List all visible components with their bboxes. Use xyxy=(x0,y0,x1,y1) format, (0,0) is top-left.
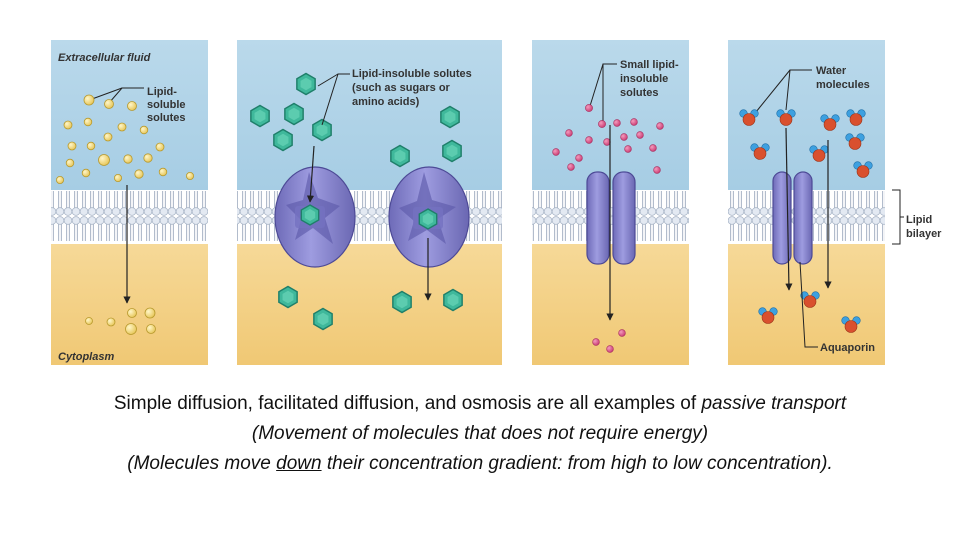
panel-osmosis: Water molecules Aquaporin Lipid bilayer xyxy=(728,40,942,365)
caption-line-2: (Movement of molecules that does not req… xyxy=(251,423,709,444)
panel-channel-diffusion: Small lipid- insoluble solutes xyxy=(532,40,689,365)
small-solutes-outside xyxy=(552,104,664,174)
caption-line-3a: (Molecules move xyxy=(127,453,277,474)
water-label-2: molecules xyxy=(816,79,870,91)
aquaporin-label: Aquaporin xyxy=(820,342,875,354)
lipid-insoluble-label-1: Lipid-insoluble solutes xyxy=(352,68,472,80)
lipid-soluble-label-3: solutes xyxy=(147,112,186,124)
caption-line-3: (Molecules move down their concentration… xyxy=(30,449,930,479)
lipid-soluble-solutes-inside xyxy=(85,307,156,335)
lipid-bilayer-bracket xyxy=(892,189,901,245)
extracellular-fluid-label: Extracellular fluid xyxy=(58,52,151,64)
lipid-insoluble-label-2: (such as sugars or xyxy=(352,82,451,94)
caption-down-word: down xyxy=(276,453,322,474)
channel-protein xyxy=(586,171,636,265)
panel-simple-diffusion: Extracellular fluid Cytoplasm Lipid- sol… xyxy=(51,40,208,365)
water-leader-2 xyxy=(755,69,791,113)
membrane-transport-diagram: Extracellular fluid Cytoplasm Lipid- sol… xyxy=(51,40,942,365)
lipid-soluble-leader-2 xyxy=(91,87,123,100)
caption-line-1-text: Simple diffusion, facilitated diffusion,… xyxy=(113,393,702,414)
lipid-insoluble-label-3: amino acids) xyxy=(352,96,420,108)
lipid-insoluble-leader-2 xyxy=(317,73,339,87)
lipid-bilayer-label-1: Lipid xyxy=(906,214,932,226)
caption: Simple diffusion, facilitated diffusion,… xyxy=(30,389,930,479)
caption-line-3b: their concentration gradient: from high … xyxy=(321,453,833,474)
lipid-soluble-label-2: soluble xyxy=(147,99,186,111)
small-solutes-inside xyxy=(592,329,626,353)
small-solutes-label-1: Small lipid- xyxy=(620,59,679,71)
panel-facilitated-diffusion: Lipid-insoluble solutes (such as sugars … xyxy=(237,40,502,365)
lipid-soluble-label-1: Lipid- xyxy=(147,86,177,98)
lipid-bilayer-label-2: bilayer xyxy=(906,228,942,240)
caption-line-1: Simple diffusion, facilitated diffusion,… xyxy=(30,389,930,419)
small-solutes-label-3: solutes xyxy=(620,87,659,99)
lipid-soluble-solutes-outside xyxy=(56,94,194,184)
aquaporin-leader xyxy=(799,261,818,348)
facilitated-arrow-1 xyxy=(306,145,315,203)
osmosis-arrow-1 xyxy=(785,127,793,291)
aquaporin-protein xyxy=(772,171,813,265)
small-solutes-leader-2 xyxy=(589,63,604,107)
cytoplasm-label: Cytoplasm xyxy=(58,351,114,363)
small-solutes-label-2: insoluble xyxy=(620,73,668,85)
water-label-1: Water xyxy=(816,65,847,77)
caption-passive-transport: passive transport xyxy=(701,393,847,414)
